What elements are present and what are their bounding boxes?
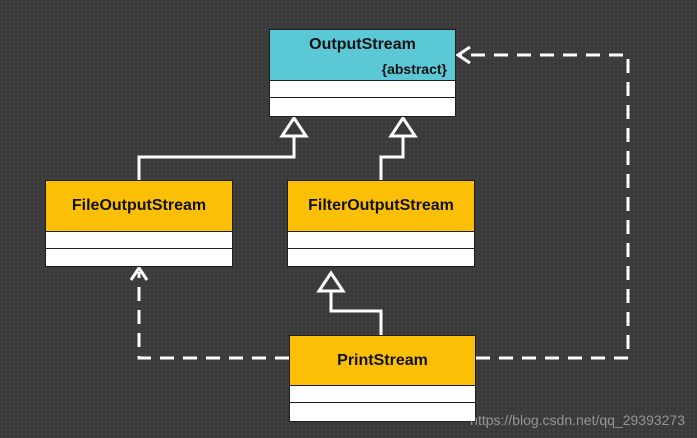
class-filteroutputstream-attributes: [288, 232, 474, 249]
class-filteroutputstream-name: FilterOutputStream: [308, 197, 454, 214]
class-printstream-header: PrintStream: [290, 336, 475, 386]
class-outputstream-header: OutputStream {abstract}: [270, 30, 455, 81]
generalization-line-printstream: [329, 291, 383, 335]
class-filteroutputstream-header: FilterOutputStream: [288, 181, 474, 232]
class-fileoutputstream-header: FileOutputStream: [46, 181, 232, 232]
generalization-arrowhead-printstream: [316, 270, 346, 293]
class-printstream-methods: [290, 403, 475, 421]
dependency-arrowhead-outputstream: [455, 45, 471, 65]
dependency-line-fileoutputstream: [137, 272, 289, 360]
generalization-line-fileoutputstream: [137, 136, 296, 180]
class-fileoutputstream: FileOutputStream: [45, 180, 233, 267]
abstract-stereotype: {abstract}: [381, 61, 447, 77]
class-printstream-name: PrintStream: [337, 351, 428, 369]
class-outputstream: OutputStream {abstract}: [269, 29, 456, 117]
class-filteroutputstream-methods: [288, 249, 474, 266]
class-printstream-attributes: [290, 386, 475, 403]
class-fileoutputstream-name: FileOutputStream: [71, 197, 207, 214]
generalization-line-filteroutputstream: [379, 136, 405, 180]
dependency-arrowhead-fileoutputstream: [129, 265, 149, 281]
class-fileoutputstream-methods: [46, 249, 232, 266]
generalization-arrowhead-filteroutputstream: [388, 115, 418, 138]
class-filteroutputstream: FilterOutputStream: [287, 180, 475, 267]
watermark-url: https://blog.csdn.net/qq_29393273: [470, 412, 685, 428]
dependency-line-outputstream: [461, 53, 630, 360]
class-printstream: PrintStream: [289, 335, 476, 422]
class-outputstream-attributes: [270, 81, 455, 98]
generalization-arrowhead-fileoutputstream: [279, 115, 309, 138]
class-outputstream-name: OutputStream: [309, 36, 416, 53]
class-outputstream-methods: [270, 98, 455, 116]
class-fileoutputstream-attributes: [46, 232, 232, 249]
